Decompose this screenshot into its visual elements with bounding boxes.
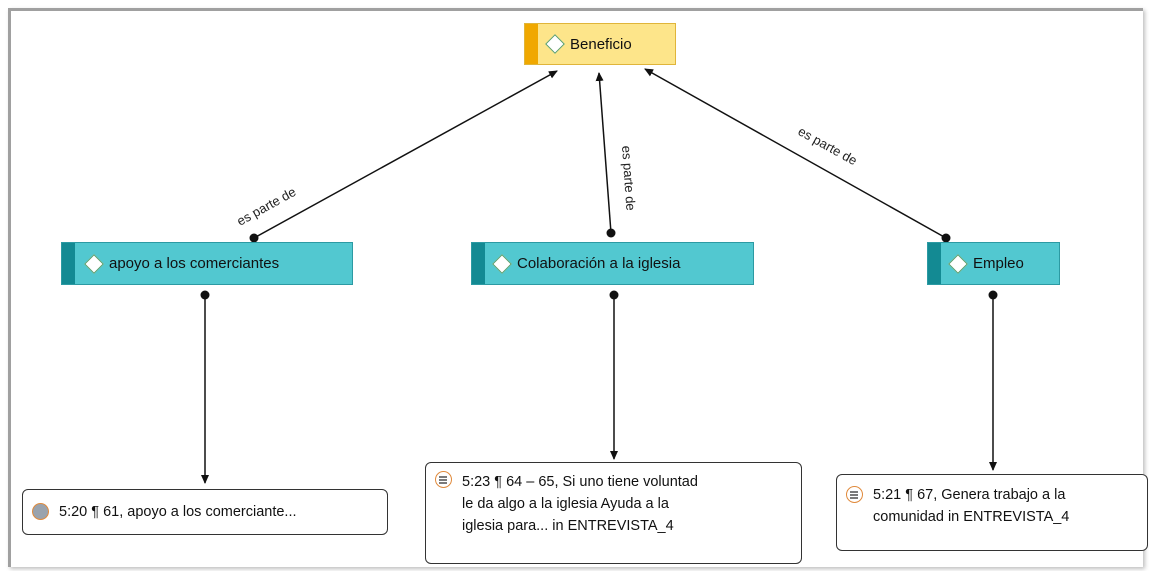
link-colaboracion-to-beneficio[interactable]	[595, 72, 616, 238]
quotation-line: iglesia para... in ENTREVISTA_4	[462, 518, 674, 534]
code-diamond-icon	[545, 34, 565, 54]
relation-label-right: es parte de	[796, 124, 860, 169]
link-empleo-to-quote[interactable]	[988, 290, 998, 471]
quotation-line: 5:21 ¶ 67, Genera trabajo a la	[873, 487, 1066, 503]
code-diamond-icon	[492, 253, 512, 274]
code-label: Colaboración a la iglesia	[517, 255, 681, 272]
quotation-line: 5:20 ¶ 61, apoyo a los comerciante...	[59, 504, 297, 520]
link-empleo-to-beneficio[interactable]	[644, 68, 951, 243]
link-colaboracion-to-quote[interactable]	[609, 290, 619, 460]
relation-label-left: es parte de	[234, 184, 298, 229]
quotation-node-5-23[interactable]: 5:23 ¶ 64 – 65, Si uno tiene voluntad le…	[425, 462, 802, 564]
quotation-node-5-20[interactable]: 5:20 ¶ 61, apoyo a los comerciante...	[22, 489, 388, 535]
code-label: apoyo a los comerciantes	[109, 255, 280, 272]
quotation-text-icon	[846, 486, 863, 503]
quotation-text-icon	[435, 471, 452, 488]
quotation-line: comunidad in ENTREVISTA_4	[873, 509, 1070, 525]
quotation-line: le da algo a la iglesia Ayuda a la	[462, 496, 669, 512]
relation-label-middle: es parte de	[619, 145, 639, 211]
node-color-strip	[472, 243, 485, 284]
quotation-line: 5:23 ¶ 64 – 65, Si uno tiene voluntad	[462, 474, 698, 490]
code-node-apoyo[interactable]: apoyo a los comerciantes	[61, 242, 353, 285]
code-diamond-icon	[84, 253, 104, 274]
node-color-strip	[525, 24, 538, 64]
code-node-colaboracion[interactable]: Colaboración a la iglesia	[471, 242, 754, 285]
node-color-strip	[928, 243, 941, 284]
code-diamond-icon	[948, 253, 968, 274]
quotation-node-5-21[interactable]: 5:21 ¶ 67, Genera trabajo a la comunidad…	[836, 474, 1148, 551]
quotation-comment-icon	[32, 503, 49, 520]
root-label: Beneficio	[570, 35, 632, 53]
root-code-node[interactable]: Beneficio	[524, 23, 676, 65]
code-label: Empleo	[973, 255, 1024, 272]
link-apoyo-to-quote[interactable]	[200, 290, 210, 484]
link-apoyo-to-beneficio[interactable]	[249, 70, 558, 243]
node-color-strip	[62, 243, 75, 284]
code-node-empleo[interactable]: Empleo	[927, 242, 1060, 285]
